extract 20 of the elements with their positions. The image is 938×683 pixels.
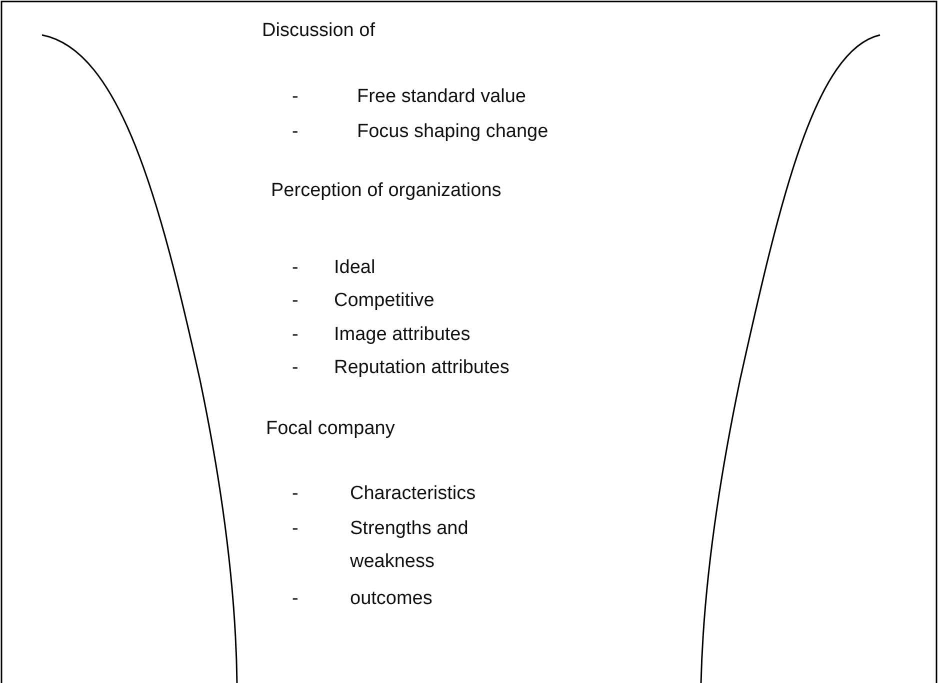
list-item: Ideal — [334, 256, 376, 280]
list-item: Free standard value — [357, 85, 526, 109]
list-item: Focus shaping change — [357, 120, 548, 144]
bullet-dash: - — [292, 256, 298, 280]
bullet-dash: - — [292, 356, 298, 380]
bullet-dash: - — [292, 587, 298, 611]
bullet-dash: - — [292, 85, 298, 109]
bullet-dash: - — [292, 323, 298, 347]
heading: Focal company — [266, 417, 395, 441]
heading: Perception of organizations — [271, 179, 502, 203]
list-item: Competitive — [334, 289, 434, 313]
list-item: Characteristics — [350, 482, 476, 506]
list-item: Reputation attributes — [334, 356, 510, 380]
list-item: outcomes — [350, 587, 432, 611]
heading: Discussion of — [262, 19, 375, 43]
list-item: Image attributes — [334, 323, 470, 347]
bullet-dash: - — [292, 120, 298, 144]
bullet-dash: - — [292, 517, 298, 541]
bullet-dash: - — [292, 482, 298, 506]
bullet-dash: - — [292, 289, 298, 313]
